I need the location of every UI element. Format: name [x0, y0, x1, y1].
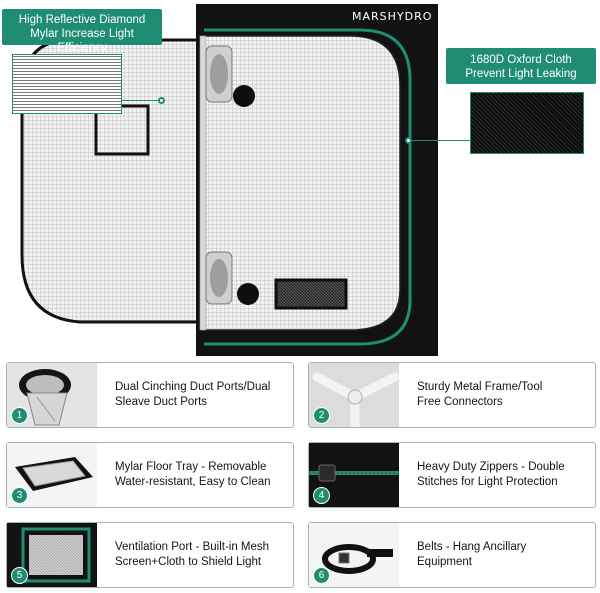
grow-tent-illustration: MARSHYDRO High Reflective Diamond Mylar … [2, 4, 596, 356]
brand-logo: MARSHYDRO [352, 10, 433, 23]
feature-line2: Screen+Cloth to Shield Light [115, 556, 262, 568]
grow-tent-drawing [20, 4, 438, 356]
feature-line1: Ventilation Port - Built-in Mesh [115, 541, 270, 553]
feature-number-badge: 2 [313, 407, 330, 424]
feature-number-badge: 1 [11, 407, 28, 424]
feature-line1: Dual Cinching Duct Ports/Dual [115, 381, 271, 393]
feature-number-badge: 3 [11, 487, 28, 504]
zipper-seam [204, 28, 412, 346]
metal-frame-icon [309, 363, 399, 427]
feature-number-badge: 4 [313, 487, 330, 504]
oxford-swatch [470, 92, 584, 154]
interior-mylar [201, 35, 401, 331]
feature-line2: Sleave Duct Ports [115, 396, 208, 408]
feature-line2: Water-resistant, Easy to Clean [115, 476, 271, 488]
feature-line1: Heavy Duty Zippers - Double [417, 461, 565, 473]
feature-number-badge: 6 [313, 567, 330, 584]
belt-icon [309, 523, 399, 587]
feature-line1: Mylar Floor Tray - Removable [115, 461, 267, 473]
feature-line1: Sturdy Metal Frame/Tool [417, 381, 543, 393]
frame-pole [199, 35, 207, 331]
mylar-leader-dot [158, 97, 165, 104]
oxford-callout: 1680D Oxford Cloth Prevent Light Leaking [446, 48, 596, 84]
mylar-swatch [12, 54, 122, 114]
oxford-callout-line1: 1680D Oxford Cloth [470, 54, 572, 66]
feature-number-badge: 5 [11, 567, 28, 584]
feature-line2: Stitches for Light Protection [417, 476, 558, 488]
feature-line2: Free Connectors [417, 396, 503, 408]
duct-port-top [233, 85, 255, 107]
oxford-callout-line2: Prevent Light Leaking [465, 68, 577, 80]
oxford-leader-dot [405, 137, 412, 144]
mylar-callout: High Reflective Diamond Mylar Increase L… [2, 9, 162, 54]
mylar-callout-line2: Mylar Increase Light Efficiency [30, 28, 134, 54]
feature-line1: Belts - Hang Ancillary [417, 541, 527, 553]
oxford-leader-line [410, 140, 470, 141]
feature-line2: Equipment [417, 556, 472, 568]
mylar-callout-line1: High Reflective Diamond [18, 14, 146, 26]
flap-window [94, 104, 150, 156]
vent-window [274, 278, 348, 310]
duct-port-bottom [237, 283, 259, 305]
mylar-leader-line [122, 100, 162, 101]
